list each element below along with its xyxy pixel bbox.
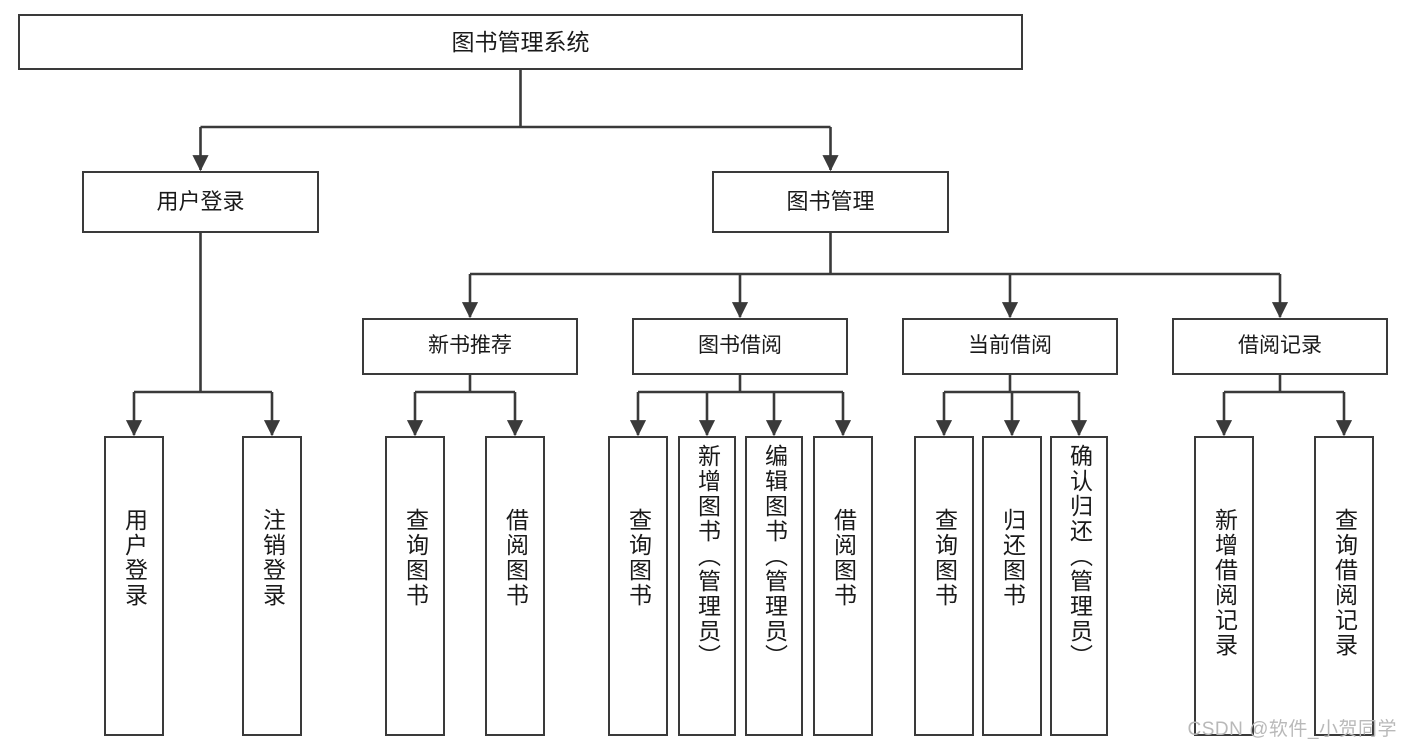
node-leaf-user-login[interactable]: 用户登录	[104, 436, 164, 736]
node-leaf-user-login-label: 用户登录	[121, 508, 148, 608]
node-leaf-borrow-book-1-label: 借阅图书	[502, 508, 529, 608]
node-user-login-label: 用户登录	[156, 189, 245, 215]
node-user-login[interactable]: 用户登录	[82, 171, 319, 233]
node-leaf-query-book-3-label: 查询图书	[931, 508, 958, 608]
node-leaf-edit-book-admin-label: 编辑图书（管理员）	[761, 444, 788, 669]
node-leaf-query-borrow-record[interactable]: 查询借阅记录	[1314, 436, 1374, 736]
node-leaf-query-book-2[interactable]: 查询图书	[608, 436, 668, 736]
node-current-borrow-label: 当前借阅	[968, 334, 1052, 358]
node-new-book-recommend-label: 新书推荐	[428, 334, 512, 358]
node-book-borrow-label: 图书借阅	[698, 334, 782, 358]
node-leaf-query-book-1-label: 查询图书	[402, 508, 429, 608]
node-leaf-add-borrow-record-label: 新增借阅记录	[1211, 508, 1238, 658]
connector-trunk-user-login	[134, 233, 272, 394]
node-root[interactable]: 图书管理系统	[18, 14, 1023, 70]
node-current-borrow[interactable]: 当前借阅	[902, 318, 1118, 375]
node-leaf-query-book-1[interactable]: 查询图书	[385, 436, 445, 736]
node-leaf-return-book-label: 归还图书	[999, 508, 1026, 608]
node-leaf-logout-label: 注销登录	[259, 508, 286, 608]
node-leaf-add-borrow-record[interactable]: 新增借阅记录	[1194, 436, 1254, 736]
node-leaf-query-book-3[interactable]: 查询图书	[914, 436, 974, 736]
node-leaf-confirm-return-admin[interactable]: 确认归还（管理员）	[1050, 436, 1108, 736]
node-leaf-query-borrow-record-label: 查询借阅记录	[1331, 508, 1358, 658]
node-borrow-record[interactable]: 借阅记录	[1172, 318, 1388, 375]
node-leaf-borrow-book-2-label: 借阅图书	[830, 508, 857, 608]
node-leaf-add-book-admin[interactable]: 新增图书（管理员）	[678, 436, 736, 736]
node-leaf-query-book-2-label: 查询图书	[625, 508, 652, 608]
node-leaf-add-book-admin-label: 新增图书（管理员）	[694, 444, 721, 669]
node-leaf-edit-book-admin[interactable]: 编辑图书（管理员）	[745, 436, 803, 736]
node-book-management-label: 图书管理	[786, 189, 875, 215]
node-leaf-logout[interactable]: 注销登录	[242, 436, 302, 736]
connector-trunk-current-borrow	[944, 375, 1079, 394]
connector-trunk-new-book-recommend	[415, 375, 515, 394]
node-borrow-record-label: 借阅记录	[1238, 334, 1322, 358]
node-book-management[interactable]: 图书管理	[712, 171, 949, 233]
watermark-text: CSDN @软件_小贺同学	[1187, 719, 1397, 740]
node-root-label: 图书管理系统	[451, 28, 590, 55]
node-new-book-recommend[interactable]: 新书推荐	[362, 318, 578, 375]
node-leaf-borrow-book-1[interactable]: 借阅图书	[485, 436, 545, 736]
connector-trunk-borrow-record	[1224, 375, 1344, 394]
connector-trunk-book-borrow	[638, 375, 843, 394]
node-leaf-borrow-book-2[interactable]: 借阅图书	[813, 436, 873, 736]
node-leaf-confirm-return-admin-label: 确认归还（管理员）	[1066, 444, 1093, 669]
connector-trunk-book-management	[470, 233, 1280, 276]
node-book-borrow[interactable]: 图书借阅	[632, 318, 848, 375]
connector-trunk-root	[200, 70, 831, 129]
node-leaf-return-book[interactable]: 归还图书	[982, 436, 1042, 736]
